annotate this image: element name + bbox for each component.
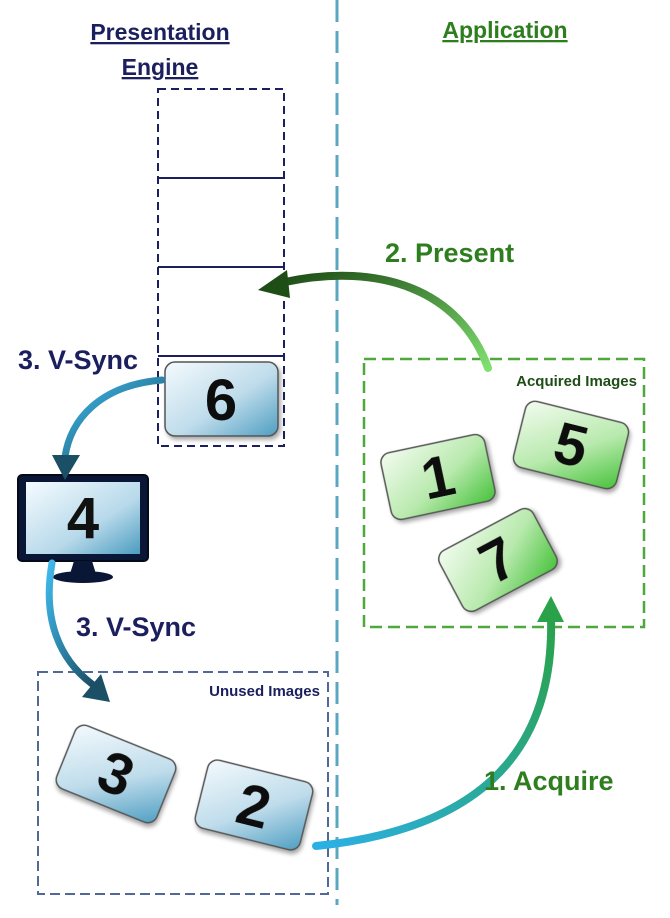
vsync-label-top: 3. V-Sync [18,345,138,375]
display-image-number: 4 [67,486,99,551]
vsync-arrow-top [52,376,166,480]
presentation-queue [157,88,285,447]
present-label: 2. Present [385,238,514,268]
acquired-image-card: 5 [512,400,630,490]
display-monitor: 4 [17,474,149,583]
acquire-label: 1. Acquire [484,766,614,796]
acquired-images-box: Acquired Images [362,357,646,629]
present-arrow [258,270,492,372]
queued-image-card: 6 [164,361,279,437]
unused-image-card: 2 [194,759,314,851]
header-presentation-line2: Engine [122,54,199,80]
unused-image-card: 3 [55,724,177,824]
acquired-image-card: 7 [438,507,558,613]
queued-image-number: 6 [205,368,237,433]
unused-images-box: Unused Images [37,671,329,895]
acquire-arrow [312,596,564,850]
acquired-image-card: 1 [380,433,496,521]
acquired-images-label: Acquired Images [516,373,637,390]
header-application: Application [442,17,567,43]
vsync-arrow-bottom [45,559,110,702]
header-presentation-line1: Presentation [90,19,229,45]
unused-images-label: Unused Images [209,683,320,700]
vsync-label-bottom: 3. V-Sync [76,612,196,642]
